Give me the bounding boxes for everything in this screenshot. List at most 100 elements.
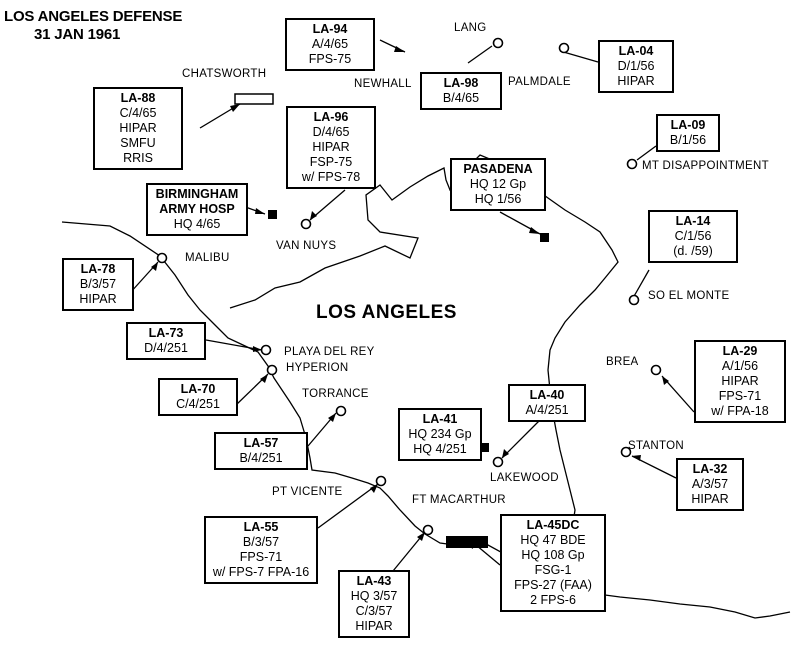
site-marker bbox=[626, 158, 638, 170]
site-detail: A/4/251 bbox=[525, 403, 569, 417]
city-boundary bbox=[229, 154, 619, 531]
site-detail: FPS-75 bbox=[308, 52, 352, 66]
place-ft-macarthur: FT MACARTHUR bbox=[412, 494, 506, 506]
site-detail: HQ 12 Gp bbox=[469, 177, 527, 191]
site-detail: FPS-27 (FAA) bbox=[514, 578, 592, 592]
site-id: LA-29 bbox=[722, 344, 758, 358]
site-box-la57: LA-57 B/4/251 bbox=[214, 432, 308, 470]
site-marker bbox=[266, 364, 278, 376]
place-malibu: MALIBU bbox=[185, 252, 230, 264]
site-detail: FPS-71 bbox=[239, 550, 283, 564]
site-box-la98: LA-98 B/4/65 bbox=[420, 72, 502, 110]
site-detail: C/3/57 bbox=[355, 604, 393, 618]
place-chatsworth: CHATSWORTH bbox=[182, 68, 267, 80]
site-detail: HQ 47 BDE bbox=[520, 533, 586, 547]
site-box-la09: LA-09 B/1/56 bbox=[656, 114, 720, 152]
site-detail: HIPAR bbox=[721, 374, 759, 388]
site-detail: C/4/65 bbox=[119, 106, 157, 120]
site-id: LA-88 bbox=[120, 91, 156, 105]
site-box-la40: LA-40 A/4/251 bbox=[508, 384, 586, 422]
site-detail: B/1/56 bbox=[669, 133, 707, 147]
site-detail: HIPAR bbox=[691, 492, 729, 506]
site-box-la04: LA-04 D/1/56 HIPAR bbox=[598, 40, 674, 93]
site-detail: HIPAR bbox=[119, 121, 157, 135]
site-detail: HIPAR bbox=[355, 619, 393, 633]
site-id: ARMY HOSP bbox=[159, 202, 235, 216]
site-id: PASADENA bbox=[463, 162, 533, 176]
site-detail: FSP-75 bbox=[309, 155, 353, 169]
site-box-la94: LA-94 A/4/65 FPS-75 bbox=[285, 18, 375, 71]
site-detail: SMFU bbox=[120, 136, 156, 150]
site-id: LA-14 bbox=[675, 214, 711, 228]
site-detail: FPS-71 bbox=[718, 389, 762, 403]
site-marker bbox=[335, 405, 347, 417]
site-detail: B/4/65 bbox=[442, 91, 480, 105]
site-id: LA-43 bbox=[356, 574, 392, 588]
site-detail: (d. /59) bbox=[673, 244, 713, 258]
site-detail: B/3/57 bbox=[242, 535, 280, 549]
site-box-la55: LA-55 B/3/57 FPS-71 w/ FPS-7 FPA-16 bbox=[204, 516, 318, 584]
site-box-la32: LA-32 A/3/57 HIPAR bbox=[676, 458, 744, 511]
coastline bbox=[61, 221, 791, 619]
site-box-la43: LA-43 HQ 3/57 C/3/57 HIPAR bbox=[338, 570, 410, 638]
site-id: LA-55 bbox=[243, 520, 279, 534]
site-detail: w/ FPS-78 bbox=[301, 170, 361, 184]
site-detail: 2 FPS-6 bbox=[530, 593, 576, 607]
site-marker bbox=[422, 524, 434, 536]
place-brea: BREA bbox=[606, 356, 639, 368]
site-marker bbox=[620, 446, 632, 458]
place-mt-disappointment: MT DISAPPOINTMENT bbox=[642, 160, 769, 172]
site-id: LA-40 bbox=[529, 388, 565, 402]
site-id: LA-96 bbox=[313, 110, 349, 124]
place-hyperion: HYPERION bbox=[286, 362, 349, 374]
map-title-line2: 31 JAN 1961 bbox=[34, 26, 121, 43]
site-id: LA-04 bbox=[618, 44, 654, 58]
place-palmdale: PALMDALE bbox=[508, 76, 571, 88]
site-id: LA-57 bbox=[243, 436, 279, 450]
site-marker bbox=[260, 344, 272, 356]
pasadena-hq-square bbox=[540, 233, 549, 242]
city-label: LOS ANGELES bbox=[316, 302, 457, 323]
site-detail: D/4/251 bbox=[144, 341, 188, 355]
site-detail: HQ 1/56 bbox=[474, 192, 522, 206]
site-detail: RRIS bbox=[123, 151, 153, 165]
chatsworth-site bbox=[234, 93, 274, 105]
site-id: BIRMINGHAM bbox=[155, 187, 239, 201]
place-pt-vicente: PT VICENTE bbox=[272, 486, 343, 498]
site-box-la41: LA-41 HQ 234 Gp HQ 4/251 bbox=[398, 408, 482, 461]
site-id: LA-32 bbox=[692, 462, 728, 476]
site-detail: HQ 4/251 bbox=[413, 442, 467, 456]
site-id: LA-09 bbox=[670, 118, 706, 132]
site-box-la14: LA-14 C/1/56 (d. /59) bbox=[648, 210, 738, 263]
place-so-el-monte: SO EL MONTE bbox=[648, 290, 730, 302]
site-detail: HIPAR bbox=[617, 74, 655, 88]
site-id: LA-73 bbox=[148, 326, 184, 340]
site-marker bbox=[628, 294, 640, 306]
site-detail: HIPAR bbox=[79, 292, 117, 306]
site-detail: w/ FPS-7 FPA-16 bbox=[212, 565, 310, 579]
site-detail: HQ 234 Gp bbox=[408, 427, 472, 441]
site-detail: D/4/65 bbox=[312, 125, 350, 139]
site-id: LA-94 bbox=[312, 22, 348, 36]
site-detail: FSG-1 bbox=[534, 563, 572, 577]
site-detail: HQ 4/65 bbox=[173, 217, 221, 231]
map-title-line1: LOS ANGELES DEFENSE bbox=[4, 8, 183, 25]
place-playa-del-rey: PLAYA DEL REY bbox=[284, 346, 375, 358]
site-box-la70: LA-70 C/4/251 bbox=[158, 378, 238, 416]
place-newhall: NEWHALL bbox=[354, 78, 412, 90]
place-lakewood: LAKEWOOD bbox=[490, 472, 559, 484]
site-detail: D/1/56 bbox=[617, 59, 655, 73]
site-id: LA-70 bbox=[180, 382, 216, 396]
site-detail: w/ FPA-18 bbox=[711, 404, 769, 418]
site-box-la29: LA-29 A/1/56 HIPAR FPS-71 w/ FPA-18 bbox=[694, 340, 786, 423]
site-box-la88: LA-88 C/4/65 HIPAR SMFU RRIS bbox=[93, 87, 183, 170]
site-detail: A/3/57 bbox=[691, 477, 729, 491]
site-detail: B/3/57 bbox=[79, 277, 117, 291]
site-marker bbox=[650, 364, 662, 376]
site-detail: A/4/65 bbox=[311, 37, 349, 51]
site-marker bbox=[558, 42, 570, 54]
birmingham-hq-square bbox=[268, 210, 277, 219]
site-box-la45dc: LA-45DC HQ 47 BDE HQ 108 Gp FSG-1 FPS-27… bbox=[500, 514, 606, 612]
